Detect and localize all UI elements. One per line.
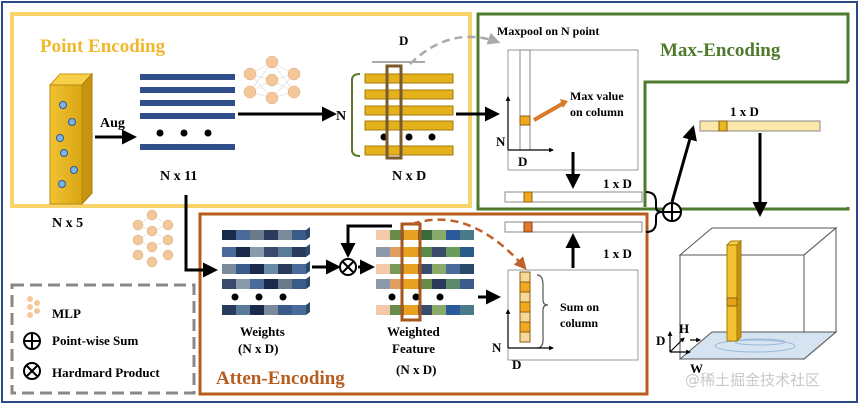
mlp-network-top-icon	[243, 55, 301, 105]
feature-stack-nxd	[351, 64, 454, 160]
aug-label: Aug	[100, 116, 125, 131]
max-value-label-2: on column	[570, 105, 624, 119]
input-point-column	[48, 72, 94, 206]
weights-label-2: (N x D)	[238, 341, 278, 356]
sum-up-arrow	[670, 125, 697, 203]
sum-n-label: N	[492, 340, 502, 355]
weighted-feature-stack	[376, 222, 474, 322]
bev-cube	[667, 226, 838, 361]
legend-mlp-label: MLP	[52, 306, 81, 321]
sum-column	[519, 271, 531, 343]
nx11-label: N x 11	[160, 169, 197, 184]
maxpool-label: Maxpool on N point	[497, 24, 599, 38]
atten-encoding-box	[198, 212, 649, 396]
pointwise-sum-icon	[662, 202, 682, 222]
nx5-label: N x 5	[52, 216, 83, 231]
max-vector-bar	[504, 191, 643, 203]
weights-stack	[222, 227, 310, 315]
atten-vector-bar	[504, 221, 643, 233]
legend-box	[10, 283, 196, 395]
legend-times-circle-icon	[23, 362, 41, 380]
feature-to-hadamard-arrow	[340, 224, 392, 258]
legend-plus-circle-icon	[23, 332, 41, 350]
mlp-network-mid-icon	[132, 209, 174, 268]
sum-d-label: D	[512, 357, 521, 372]
legend-mlp-icon	[27, 296, 40, 318]
hadamard-product-icon	[339, 258, 357, 276]
sum-dashed-arrow	[411, 218, 527, 270]
d-top-label: D	[399, 33, 408, 48]
cube-d-label: D	[656, 333, 665, 348]
onexd-mid-label: 1 x D	[603, 176, 632, 191]
max-d-label: D	[518, 154, 527, 169]
max-value-label-1: Max value	[570, 89, 624, 103]
point-encoding-box	[10, 12, 472, 208]
nxd-label: N x D	[392, 169, 426, 184]
watermark: @稀土掘金技术社区	[685, 371, 820, 389]
max-encoding-title: Max-Encoding	[660, 40, 781, 61]
weighted-label-2: Feature	[392, 341, 435, 356]
weighted-label-1: Weighted	[387, 324, 440, 339]
n-left-label: N	[336, 109, 346, 124]
weights-label-1: Weights	[240, 324, 285, 339]
point-encoding-title: Point Encoding	[40, 36, 166, 57]
augmented-features-stripes	[140, 74, 235, 150]
max-value-pointer	[533, 102, 563, 122]
maxpool-dashed-arrow	[409, 32, 501, 65]
legend-sum-label: Point-wise Sum	[52, 333, 138, 348]
sum-label-2: column	[560, 316, 598, 330]
to-weights-arrow	[184, 195, 218, 278]
cube-w-label: W	[690, 361, 703, 376]
weighted-label-3: (N x D)	[396, 362, 436, 377]
max-n-label: N	[496, 134, 506, 149]
cube-h-label: H	[679, 321, 689, 336]
sum-label-1: Sum on	[560, 300, 599, 314]
onexd-right-label: 1 x D	[730, 104, 759, 119]
onexd-lower-label: 1 x D	[603, 246, 632, 261]
legend-hadamard-label: Hardmard Product	[52, 365, 160, 380]
atten-encoding-title: Atten-Encoding	[216, 368, 345, 389]
output-vector-bar	[699, 120, 821, 132]
